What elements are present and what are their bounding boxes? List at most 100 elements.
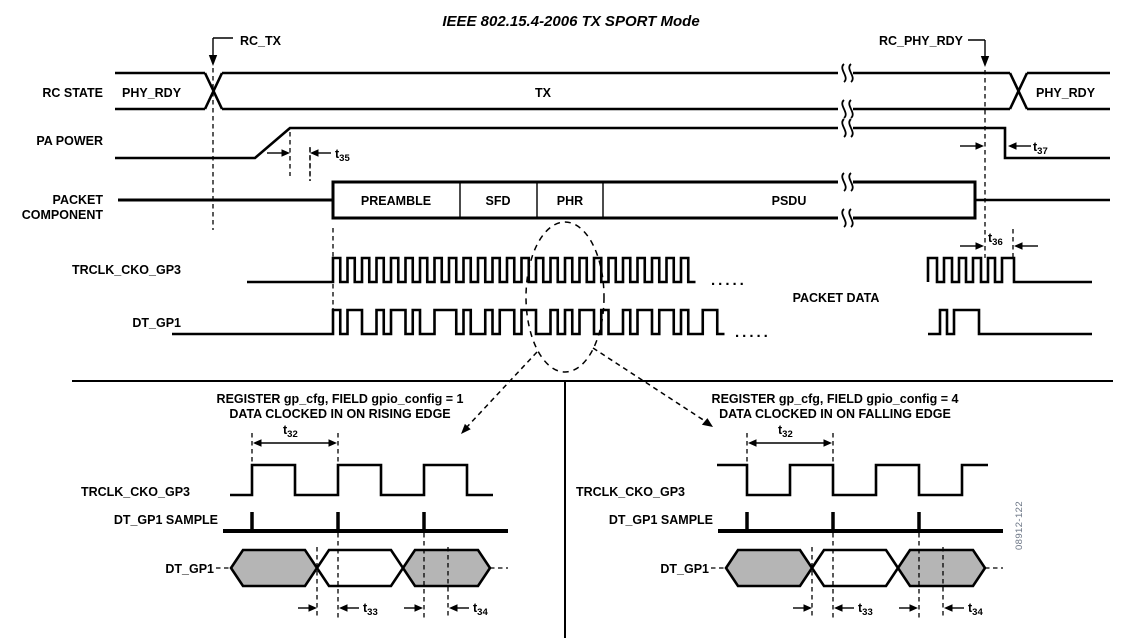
left-arrow-icon bbox=[310, 149, 319, 157]
state-phy-rdy-before: PHY_RDY bbox=[122, 86, 182, 100]
packet-component-label-1: PACKET bbox=[53, 193, 104, 207]
data-valid-hex-gray bbox=[896, 548, 987, 588]
rc-state-waveform bbox=[115, 71, 1110, 111]
right-arrow-icon bbox=[975, 142, 984, 150]
segment-preamble: PREAMBLE bbox=[361, 194, 431, 208]
left-arrow-icon bbox=[944, 604, 953, 612]
right-arrow-icon bbox=[414, 604, 423, 612]
t32-dimension: t32 bbox=[746, 423, 834, 465]
right-arrow-icon bbox=[823, 439, 832, 447]
panel-clock-waveform-inverted bbox=[717, 463, 988, 497]
right-arrow-icon bbox=[308, 604, 317, 612]
panel-dt-label: DT_GP1 bbox=[165, 562, 214, 576]
right-arrow-icon bbox=[803, 604, 812, 612]
pa-power-label: PA POWER bbox=[36, 134, 103, 148]
left-arrow-icon bbox=[834, 604, 843, 612]
leader-arrowhead-icon bbox=[701, 418, 713, 427]
t32-label: t32 bbox=[283, 423, 298, 440]
down-arrow-icon bbox=[980, 56, 990, 67]
sample-ticks bbox=[745, 512, 921, 529]
dt-gp1-label: DT_GP1 bbox=[132, 316, 181, 330]
packet-data-label: PACKET DATA bbox=[793, 291, 880, 305]
right-arrow-icon bbox=[281, 149, 290, 157]
state-crossover-left bbox=[203, 72, 224, 110]
panel-rising-edge: REGISTER gp_cfg, FIELD gpio_config = 1 D… bbox=[81, 392, 508, 618]
left-arrow-icon bbox=[1014, 242, 1023, 250]
segment-sfd: SFD bbox=[486, 194, 511, 208]
panel-dt-label: DT_GP1 bbox=[660, 562, 709, 576]
break-mark-icon bbox=[838, 208, 854, 228]
pa-power-waveform bbox=[115, 126, 1110, 160]
data-valid-hex-gray bbox=[229, 548, 319, 588]
t34-dimension: t34 bbox=[899, 533, 983, 618]
t34-label: t34 bbox=[968, 601, 983, 618]
t33-dimension: t33 bbox=[793, 533, 873, 618]
rc-phy-rdy-label: RC_PHY_RDY bbox=[879, 34, 964, 48]
detail-zoom-ellipse bbox=[461, 221, 713, 434]
sample-ticks bbox=[250, 512, 426, 529]
break-mark-icon bbox=[838, 63, 854, 83]
segment-psdu: PSDU bbox=[772, 194, 807, 208]
panel-heading-1: REGISTER gp_cfg, FIELD gpio_config = 4 bbox=[712, 392, 959, 406]
diagram-title: IEEE 802.15.4-2006 TX SPORT Mode bbox=[442, 13, 699, 30]
left-arrow-icon bbox=[253, 439, 262, 447]
panel-sample-label: DT_GP1 SAMPLE bbox=[609, 513, 713, 527]
left-arrow-icon bbox=[339, 604, 348, 612]
packet-component-label-2: COMPONENT bbox=[22, 208, 104, 222]
t34-dimension: t34 bbox=[404, 533, 488, 618]
t32-label: t32 bbox=[778, 423, 793, 440]
panel-heading-2: DATA CLOCKED IN ON RISING EDGE bbox=[229, 407, 450, 421]
data-valid-hex-white bbox=[315, 548, 405, 588]
panel-falling-edge: REGISTER gp_cfg, FIELD gpio_config = 4 D… bbox=[576, 392, 1003, 618]
panel-heading-1: REGISTER gp_cfg, FIELD gpio_config = 1 bbox=[217, 392, 464, 406]
data-valid-hex-white bbox=[810, 548, 900, 588]
left-arrow-icon bbox=[449, 604, 458, 612]
dt-gp1-data-burst bbox=[172, 308, 725, 336]
rc-tx-label: RC_TX bbox=[240, 34, 282, 48]
right-arrow-icon bbox=[328, 439, 337, 447]
t32-dimension: t32 bbox=[251, 423, 339, 465]
state-phy-rdy-after: PHY_RDY bbox=[1036, 86, 1096, 100]
trclk-clock-burst-right bbox=[926, 256, 1092, 284]
down-arrow-icon bbox=[208, 55, 218, 66]
left-arrow-icon bbox=[1008, 142, 1017, 150]
segment-phr: PHR bbox=[557, 194, 583, 208]
right-arrow-icon bbox=[909, 604, 918, 612]
state-tx: TX bbox=[535, 86, 552, 100]
data-continuation-dots: ..... bbox=[735, 324, 771, 341]
break-mark-icon bbox=[838, 118, 854, 138]
t37-label: t37 bbox=[1033, 140, 1048, 157]
data-valid-hex-gray bbox=[401, 548, 492, 588]
trclk-label: TRCLK_CKO_GP3 bbox=[72, 263, 181, 277]
rc-phy-rdy-callout: RC_PHY_RDY bbox=[879, 34, 990, 258]
figure-number: 08912-122 bbox=[1014, 501, 1025, 550]
t33-label: t33 bbox=[858, 601, 873, 618]
panel-heading-2: DATA CLOCKED IN ON FALLING EDGE bbox=[719, 407, 951, 421]
left-arrow-icon bbox=[748, 439, 757, 447]
t35-dimension: t35 bbox=[267, 132, 350, 181]
right-arrow-icon bbox=[975, 242, 984, 250]
t36-label: t36 bbox=[988, 231, 1003, 248]
panel-clock-waveform bbox=[230, 463, 493, 497]
packet-box-dividers bbox=[459, 182, 604, 218]
t34-label: t34 bbox=[473, 601, 488, 618]
dt-gp1-data-burst-right bbox=[928, 308, 1092, 336]
panel-trclk-label: TRCLK_CKO_GP3 bbox=[81, 485, 190, 499]
t36-dimension: t36 bbox=[960, 229, 1038, 258]
top-timing-diagram: RC STATE PHY_RDY TX PHY_RDY RC_TX RC_PHY… bbox=[22, 34, 1110, 434]
break-marks bbox=[838, 63, 854, 228]
rc-tx-callout: RC_TX bbox=[208, 34, 282, 230]
break-mark-icon bbox=[838, 99, 854, 119]
t33-dimension: t33 bbox=[298, 533, 378, 618]
t35-label: t35 bbox=[335, 147, 350, 164]
break-mark-icon bbox=[838, 172, 854, 192]
t37-dimension: t37 bbox=[960, 140, 1048, 157]
panel-sample-label: DT_GP1 SAMPLE bbox=[114, 513, 218, 527]
trclk-clock-burst bbox=[247, 256, 696, 284]
rc-state-label: RC STATE bbox=[42, 86, 103, 100]
t33-label: t33 bbox=[363, 601, 378, 618]
data-valid-hex-gray bbox=[724, 548, 814, 588]
panel-trclk-label: TRCLK_CKO_GP3 bbox=[576, 485, 685, 499]
